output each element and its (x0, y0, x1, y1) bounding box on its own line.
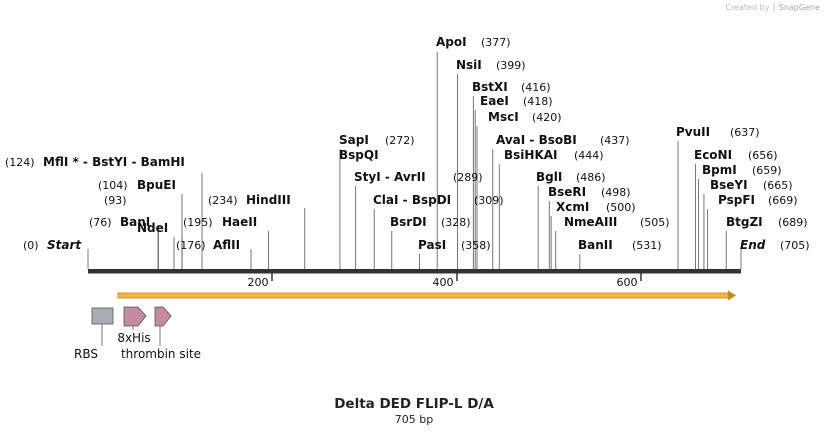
site-pos-bsihkai: (444) (574, 149, 604, 162)
site-pos-end: (705) (780, 239, 810, 252)
site-name-ndei: NdeI (137, 221, 168, 235)
site-name-haeii: HaeII (222, 215, 257, 229)
site-name-bgli: BglI (536, 170, 562, 184)
site-pos-pspfi: (669) (768, 194, 798, 207)
site-pos-bani: (76) (89, 216, 112, 229)
site-name-nsii: NsiI (456, 58, 482, 72)
map-subtitle: 705 bp (394, 413, 434, 426)
site-name-econi: EcoNI (694, 148, 732, 162)
feature-track: RBS 8xHis thrombin site (74, 306, 201, 361)
ruler-label-200: 200 (248, 276, 269, 289)
sequence-backbone (88, 269, 741, 274)
site-pos-bpuei: (104) (98, 179, 128, 192)
site-name-hindiii: HindIII (246, 193, 291, 207)
site-pos-bseri: (498) (601, 186, 631, 199)
ruler-label-400: 400 (433, 276, 454, 289)
thrombin-label: thrombin site (121, 347, 201, 361)
orf-bar (117, 292, 729, 299)
site-name-bani: BanI (120, 215, 150, 229)
8xhis-label: 8xHis (117, 331, 150, 345)
watermark-created-by: Created by (725, 3, 770, 12)
ruler-label-600: 600 (617, 276, 638, 289)
site-name-sapi: SapI (339, 133, 369, 147)
orf-arrowhead (728, 290, 736, 301)
site-name-styi-avrii: StyI - AvrII (354, 170, 426, 184)
site-pos-hindiii: (234) (208, 194, 238, 207)
site-pos-avai-bsobi: (437) (600, 134, 630, 147)
site-name-bpmi: BpmI (702, 163, 737, 177)
8xhis-feature (123, 306, 147, 327)
site-name-xcmi: XcmI (556, 200, 589, 214)
site-pos-pasi: (358) (461, 239, 491, 252)
site-pos-bsrdi: (328) (441, 216, 471, 229)
site-pos-bgli: (486) (576, 171, 606, 184)
site-name-bpuei: BpuEI (137, 178, 176, 192)
site-leaders (87, 52, 742, 269)
site-pos-pvuii: (637) (730, 126, 760, 139)
site-pos-nmeaiii: (505) (640, 216, 670, 229)
site-pos-eaei: (418) (523, 95, 553, 108)
thrombin-feature (154, 306, 172, 327)
site-name-pasi: PasI (418, 238, 446, 252)
site-name-end: End (740, 238, 766, 252)
snapgene-watermark: Created by ⎮ SnapGene (725, 3, 820, 12)
site-pos-xcmi: (500) (606, 201, 636, 214)
site-name-apoi: ApoI (436, 35, 467, 49)
site-name-bsihkai: BsiHKAI (504, 148, 558, 162)
site-pos-bseyi: (665) (763, 179, 793, 192)
site-name-aflii: AflII (213, 238, 240, 252)
site-name-eaei: EaeI (480, 94, 509, 108)
site-name-bseri: BseRI (548, 185, 586, 199)
site-name-mfli-bstyi-bamhi: MflI * - BstYI - BamHI (43, 155, 185, 169)
site-pos-aflii: (176) (176, 239, 206, 252)
site-name-clai-bspdi: ClaI - BspDI (373, 193, 451, 207)
site-pos-styi-avrii: (289) (453, 171, 483, 184)
site-pos-bstxi: (416) (521, 81, 551, 94)
site-name-start: Start (47, 238, 82, 252)
site-pos-mfli-bstyi-bamhi: (124) (5, 156, 35, 169)
site-pos-btgzi: (689) (778, 216, 808, 229)
site-pos-msci: (420) (532, 111, 562, 124)
site-name-msci: MscI (488, 110, 519, 124)
rbs-feature (91, 307, 114, 325)
site-pos-nsii: (399) (496, 59, 526, 72)
site-pos-ndei: (93) (104, 194, 127, 207)
site-pos-start: (0) (23, 239, 39, 252)
site-pos-banii: (531) (632, 239, 662, 252)
orf-track (117, 290, 736, 301)
site-name-bseyi: BseYI (710, 178, 748, 192)
backbone: 200 400 600 (88, 269, 741, 289)
site-pos-sapi: (272) (385, 134, 415, 147)
site-name-pvuii: PvuII (676, 125, 710, 139)
watermark-brand: SnapGene (778, 3, 820, 12)
map-title: Delta DED FLIP-L D/A (334, 396, 494, 412)
site-labels: Start (0) BanI (76) NdeI (93) BpuEI (104) MflI *… (5, 35, 810, 252)
site-pos-clai-bspdi: (309) (474, 194, 504, 207)
site-name-avai-bsobi: AvaI - BsoBI (496, 133, 577, 147)
site-name-bstxi: BstXI (472, 80, 508, 94)
site-pos-apoi: (377) (481, 36, 511, 49)
site-pos-haeii: (195) (183, 216, 213, 229)
rbs-label: RBS (74, 347, 98, 361)
site-pos-econi: (656) (748, 149, 778, 162)
site-pos-bpmi: (659) (752, 164, 782, 177)
snapgene-logo-icon: ⎮ (772, 3, 777, 12)
site-name-nmeaiii: NmeAIII (564, 215, 617, 229)
site-name-banii: BanII (578, 238, 613, 252)
site-name-pspfi: PspFI (718, 193, 755, 207)
site-name-bsrdi: BsrDI (390, 215, 427, 229)
site-name-bspqi: BspQI (339, 148, 379, 162)
site-name-btgzi: BtgZI (726, 215, 763, 229)
